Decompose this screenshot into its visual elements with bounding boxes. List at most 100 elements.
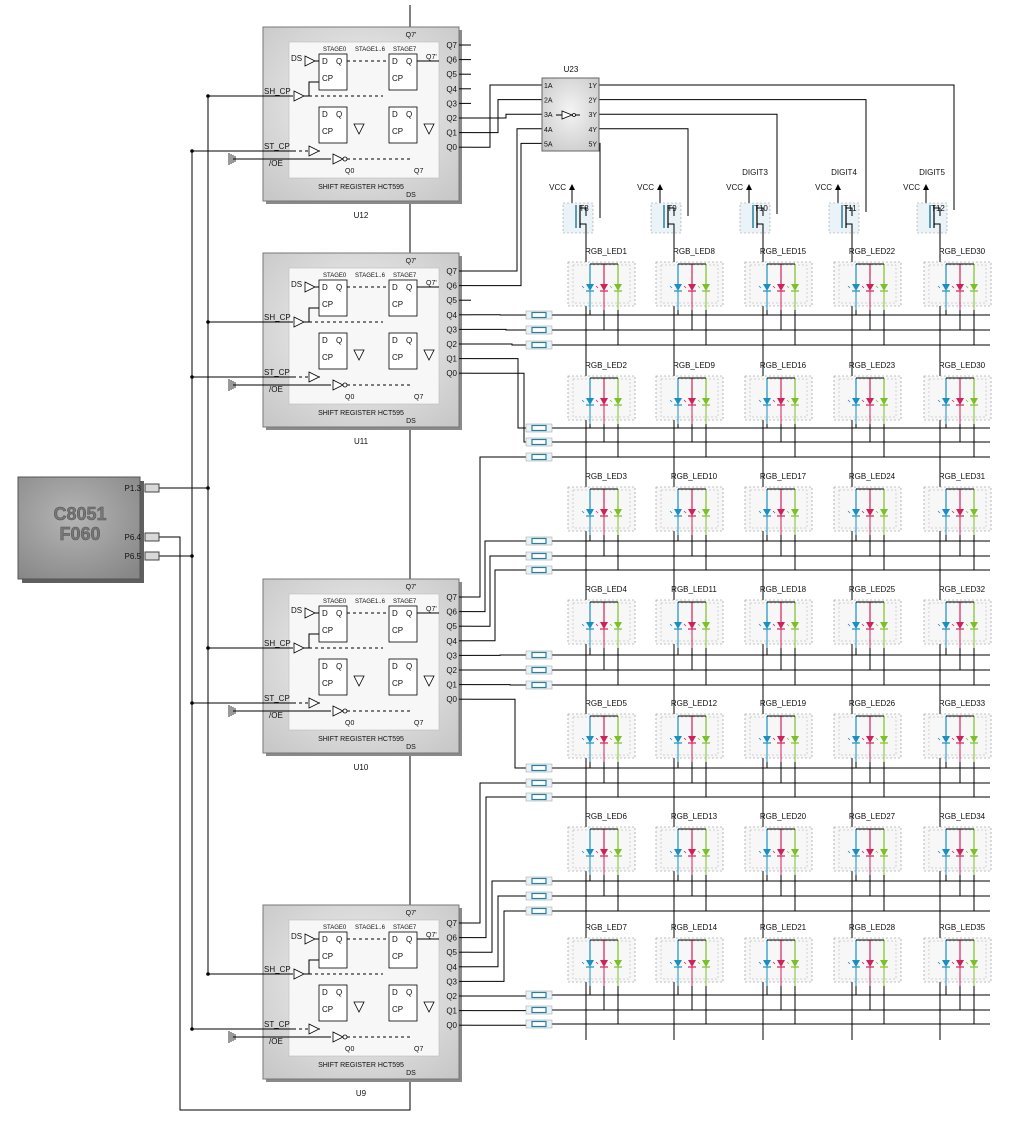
buffer-input-5a: 5A <box>544 141 553 148</box>
ff-q-label: Q <box>336 935 342 944</box>
rgb-led: RGB_LED6 <box>568 812 635 875</box>
resistor <box>532 1008 546 1013</box>
output-pin-q3: Q3 <box>446 99 457 108</box>
wire <box>471 344 526 345</box>
vcc-label: VCC <box>726 183 743 192</box>
ds-input-label: DS <box>291 54 302 63</box>
q7-prime-inner-label: Q7' <box>426 932 437 939</box>
rgb-led: RGB_LED34 <box>924 812 991 875</box>
ff-d-label: D <box>392 283 398 292</box>
resistor <box>532 894 546 899</box>
resistor <box>532 313 546 318</box>
ff-cp-label: CP <box>322 300 333 309</box>
rgb-led: RGB_LED30 <box>924 247 991 310</box>
stage0-label: STAGE0 <box>323 925 347 931</box>
register-name: U10 <box>354 763 369 772</box>
resistor <box>532 343 546 348</box>
wire <box>471 541 526 612</box>
ff-q-label: Q <box>336 662 342 671</box>
stage1-6-label: STAGE1..6 <box>355 273 386 279</box>
ds-output-label: DS <box>406 1070 416 1077</box>
ds-output-label: DS <box>406 418 416 425</box>
vcc-arrow <box>657 184 663 190</box>
ff-d-label: D <box>322 988 328 997</box>
buffer-input-2a: 2A <box>544 98 553 105</box>
q7-prime-label: Q7' <box>406 258 417 265</box>
led-label: RGB_LED3 <box>585 472 627 481</box>
led-label: RGB_LED26 <box>849 699 896 708</box>
wire <box>471 570 526 641</box>
led-label: RGB_LED11 <box>671 585 717 594</box>
output-pin-q7: Q7 <box>446 41 457 50</box>
output-pin-q7: Q7 <box>446 267 457 276</box>
led-label: RGB_LED10 <box>671 472 718 481</box>
rgb-led: RGB_LED26 <box>834 699 901 762</box>
output-pin-q6: Q6 <box>446 608 457 617</box>
led-label: RGB_LED14 <box>671 923 718 932</box>
vcc-label: VCC <box>549 183 566 192</box>
ds-input-label: DS <box>291 280 302 289</box>
mcu-label-line1: C8051 <box>53 504 106 524</box>
ff-d-label: D <box>392 609 398 618</box>
mcu-pin-label: P1.3 <box>125 484 142 493</box>
rgb-led: RGB_LED17 <box>745 472 812 535</box>
led-label: RGB_LED13 <box>671 812 718 821</box>
led-label: RGB_LED6 <box>585 812 627 821</box>
rgb-led: RGB_LED16 <box>745 361 812 424</box>
output-pin-q4: Q4 <box>446 311 457 320</box>
ff-d-label: D <box>322 110 328 119</box>
rgb-led: RGB_LED4 <box>568 585 635 648</box>
ff-q-label: Q <box>406 988 412 997</box>
rgb-led: RGB_LED18 <box>745 585 812 648</box>
ff-q-label: Q <box>406 110 412 119</box>
resistor <box>532 426 546 431</box>
ff-d-label: D <box>392 336 398 345</box>
buffer-output-2y: 2Y <box>588 98 597 105</box>
buffer-bubble <box>573 114 576 117</box>
output-pin-q3: Q3 <box>446 651 457 660</box>
output-pin-q6: Q6 <box>446 934 457 943</box>
output-pin-q0: Q0 <box>446 695 457 704</box>
st-cp-label: ST_CP <box>264 1020 290 1029</box>
resistor <box>532 909 546 914</box>
q7-inner-label: Q7 <box>414 394 423 401</box>
ff-cp-label: CP <box>322 626 333 635</box>
stage7-label: STAGE7 <box>393 47 417 53</box>
led-label: RGB_LED24 <box>849 472 896 481</box>
led-label: RGB_LED30 <box>939 361 986 370</box>
rgb-led: RGB_LED12 <box>656 699 723 762</box>
stage1-6-label: STAGE1..6 <box>355 925 386 931</box>
rgb-led: RGB_LED28 <box>834 923 901 986</box>
output-pin-q6: Q6 <box>446 282 457 291</box>
sh-cp-label: SH_CP <box>264 87 291 96</box>
ff-cp-label: CP <box>322 353 333 362</box>
rgb-led: RGB_LED2 <box>568 361 635 424</box>
led-label: RGB_LED8 <box>673 247 715 256</box>
stage7-label: STAGE7 <box>393 273 417 279</box>
junction-dot <box>190 554 194 558</box>
buffer-input-1a: 1A <box>544 83 553 90</box>
q7-prime-label: Q7' <box>406 584 417 591</box>
wire <box>471 896 526 967</box>
ff-d-label: D <box>392 662 398 671</box>
wire <box>471 129 542 271</box>
mcu-label-line2: F060 <box>59 524 100 544</box>
rgb-led: RGB_LED15 <box>745 247 812 310</box>
register-name: U12 <box>354 211 369 220</box>
transistor-name: T8 <box>579 204 589 213</box>
ff-cp-label: CP <box>392 74 403 83</box>
led-label: RGB_LED5 <box>585 699 627 708</box>
output-pin-q4: Q4 <box>446 963 457 972</box>
output-pin-q6: Q6 <box>446 56 457 65</box>
q7-prime-inner-label: Q7' <box>426 54 437 61</box>
rgb-led: RGB_LED24 <box>834 472 901 535</box>
q0-inner-label: Q0 <box>345 394 354 401</box>
stage0-label: STAGE0 <box>323 599 347 605</box>
output-pin-q0: Q0 <box>446 1021 457 1030</box>
vcc-label: VCC <box>637 183 654 192</box>
sh-cp-label: SH_CP <box>264 639 291 648</box>
oe-inverter-bubble <box>343 709 347 713</box>
